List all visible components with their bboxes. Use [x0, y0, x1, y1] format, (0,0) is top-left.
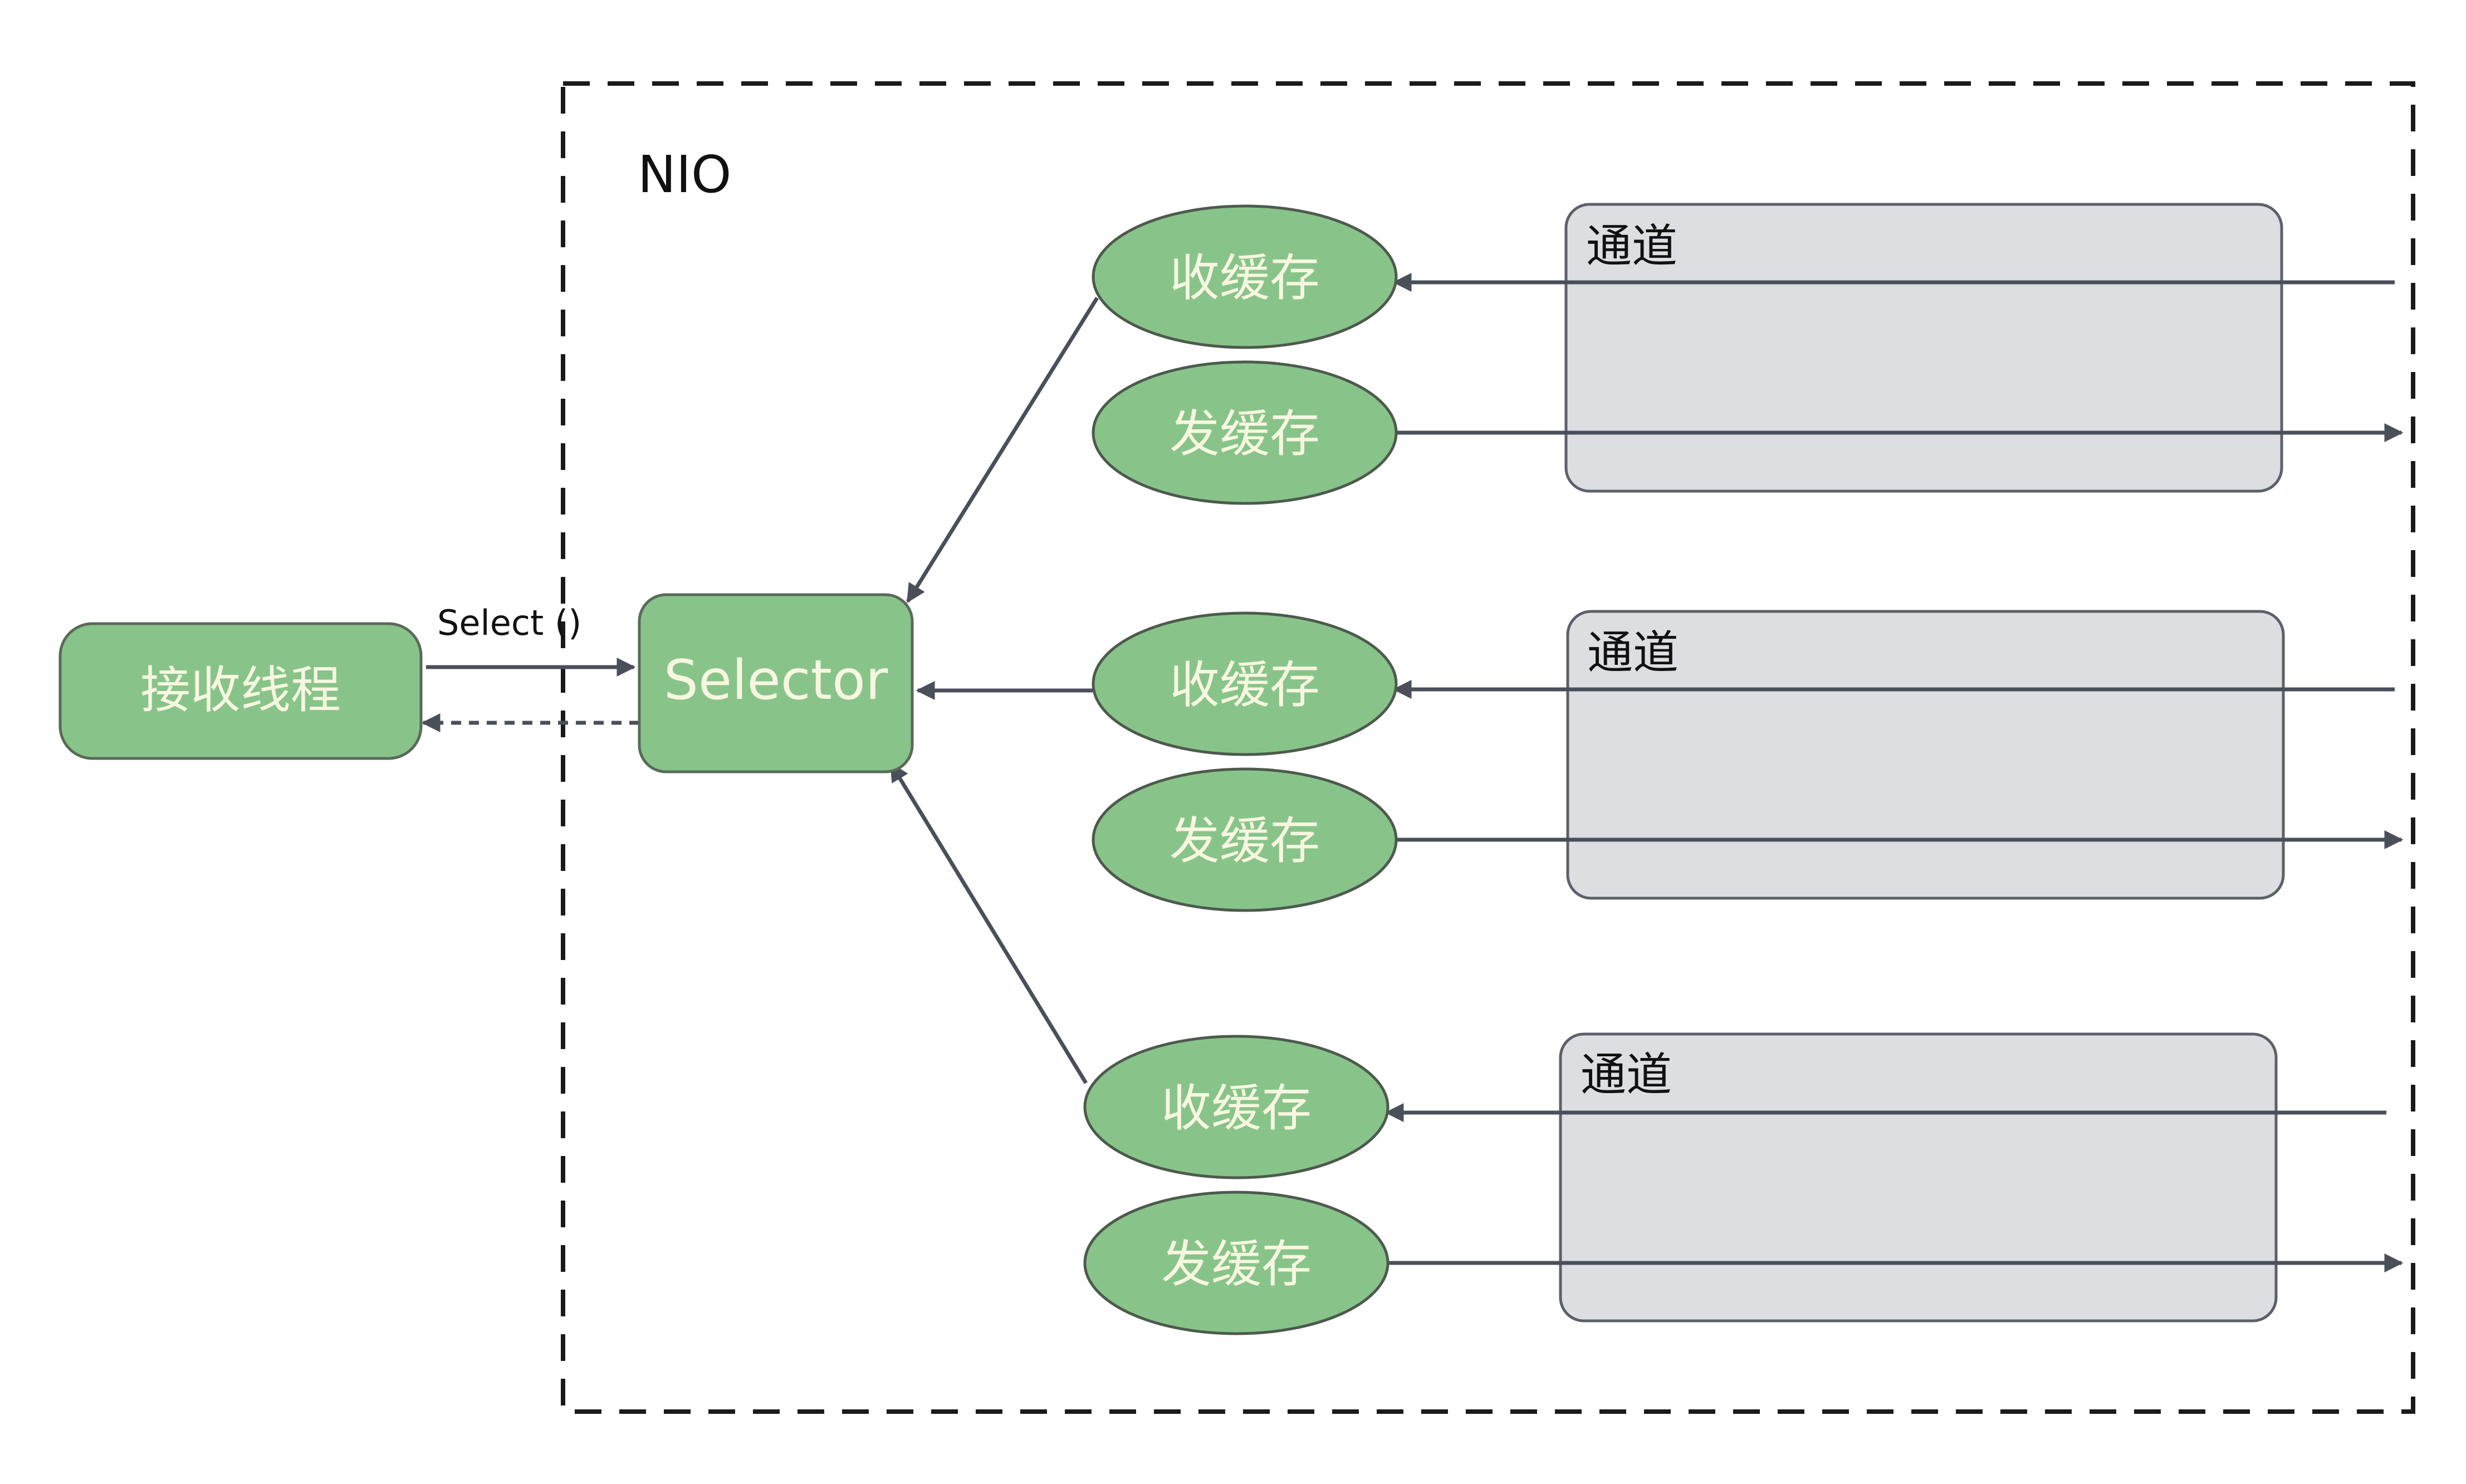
recv-buffer [1092, 204, 1398, 349]
recv-buffer-label: 收缓存 [1161, 1079, 1312, 1138]
buffer-group-3: 收缓存 发缓存 [1083, 1035, 1389, 1335]
buffer-to-selector-edge [889, 762, 1088, 1084]
selector-label: Selector [664, 649, 888, 712]
channel-box [1566, 610, 2285, 900]
receive-thread-node: 接收线程 [58, 622, 423, 760]
send-buffer [1083, 1191, 1389, 1335]
recv-buffer [1083, 1035, 1389, 1179]
send-buffer [1092, 767, 1398, 912]
receive-thread-label: 接收线程 [140, 661, 341, 719]
channel-group-3: 通道 [1559, 1032, 2278, 1323]
selector-node: Selector [638, 593, 914, 773]
buffer-group-2: 收缓存 发缓存 [1092, 611, 1398, 912]
recv-buffer-label: 收缓存 [1170, 656, 1320, 714]
send-buffer-label: 发缓存 [1170, 405, 1320, 463]
channel-box [1559, 1032, 2278, 1323]
send-buffer [1092, 360, 1398, 505]
channel-label: 通道 [1586, 220, 1677, 273]
recv-buffer [1092, 611, 1398, 756]
recv-buffer-label: 收缓存 [1170, 249, 1320, 307]
send-buffer-label: 发缓存 [1161, 1235, 1312, 1294]
select-call-label: Select () [437, 603, 581, 643]
channel-group-1: 通道 [1564, 203, 2283, 493]
buffer-to-selector-edge [906, 297, 1099, 603]
channel-box [1564, 203, 2283, 493]
channel-label: 通道 [1581, 1049, 1672, 1101]
nio-label: NIO [638, 145, 731, 204]
channel-group-2: 通道 [1566, 610, 2285, 900]
nio-boundary [561, 81, 2415, 1414]
buffer-group-1: 收缓存 发缓存 [1092, 204, 1398, 505]
send-buffer-label: 发缓存 [1170, 812, 1320, 870]
channel-label: 通道 [1587, 626, 1679, 679]
